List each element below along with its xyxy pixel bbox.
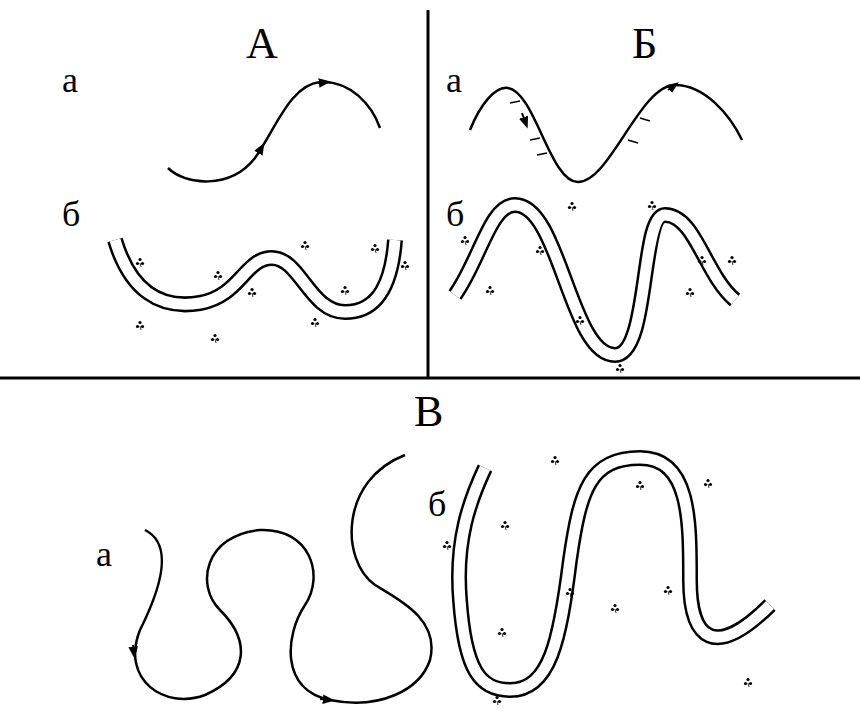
- tree-symbol: [664, 586, 672, 595]
- tree-symbol: [136, 321, 144, 330]
- flow-line: [168, 82, 380, 182]
- tree-symbol: [704, 479, 712, 488]
- tree-symbol: [576, 316, 584, 325]
- tree-symbol: [371, 244, 379, 253]
- tree-symbol: [501, 521, 509, 530]
- flow-line: [135, 455, 431, 703]
- tree-symbol: [648, 201, 656, 210]
- tree-symbols: [136, 201, 752, 705]
- river-channel: [455, 205, 735, 355]
- tree-symbol: [493, 696, 501, 705]
- panel-letter: Б: [632, 22, 657, 66]
- flow-line: [470, 85, 742, 182]
- tree-symbol: [401, 261, 409, 270]
- subpanel-letter: б: [428, 486, 446, 522]
- subpanel-letter: б: [62, 196, 80, 232]
- river-channel: [115, 240, 395, 312]
- subpanel-letter: а: [62, 62, 78, 98]
- tree-symbol: [211, 334, 219, 343]
- tree-symbol: [443, 541, 451, 550]
- flow-arrow: [133, 645, 134, 654]
- tree-symbol: [301, 241, 309, 250]
- tree-symbol: [461, 236, 469, 245]
- tree-symbol: [536, 246, 544, 255]
- tree-symbol: [498, 628, 506, 637]
- tree-symbol: [486, 286, 494, 295]
- tree-symbol: [311, 318, 319, 327]
- tree-symbol: [566, 588, 574, 597]
- tree-symbol: [611, 604, 619, 613]
- river-channel: [459, 458, 770, 690]
- tree-symbol: [551, 456, 559, 465]
- flow-arrow: [668, 85, 675, 90]
- subpanel-letter: а: [96, 536, 112, 572]
- tree-symbol: [568, 202, 576, 211]
- tree-symbol: [136, 258, 144, 267]
- flow-arrow: [258, 147, 262, 154]
- tree-symbol: [636, 481, 644, 490]
- tick-marks: [510, 101, 650, 155]
- tree-symbol: [616, 364, 624, 373]
- tree-symbol: [744, 678, 752, 687]
- tree-symbol: [248, 288, 256, 297]
- tree-symbol: [341, 286, 349, 295]
- divider-line: [427, 10, 430, 378]
- tree-symbol: [698, 256, 706, 265]
- subpanel-letter: а: [446, 62, 462, 98]
- subpanel-letter: б: [446, 196, 464, 232]
- flow-arrow: [320, 699, 330, 700]
- panel-letter: В: [414, 390, 443, 434]
- flow-arrow: [318, 82, 326, 83]
- tree-symbol: [214, 271, 222, 280]
- panel-letter: А: [246, 22, 278, 66]
- divider-line: [0, 377, 860, 380]
- tree-symbol: [728, 256, 736, 265]
- flow-arrow: [522, 113, 526, 124]
- tree-symbol: [686, 288, 694, 297]
